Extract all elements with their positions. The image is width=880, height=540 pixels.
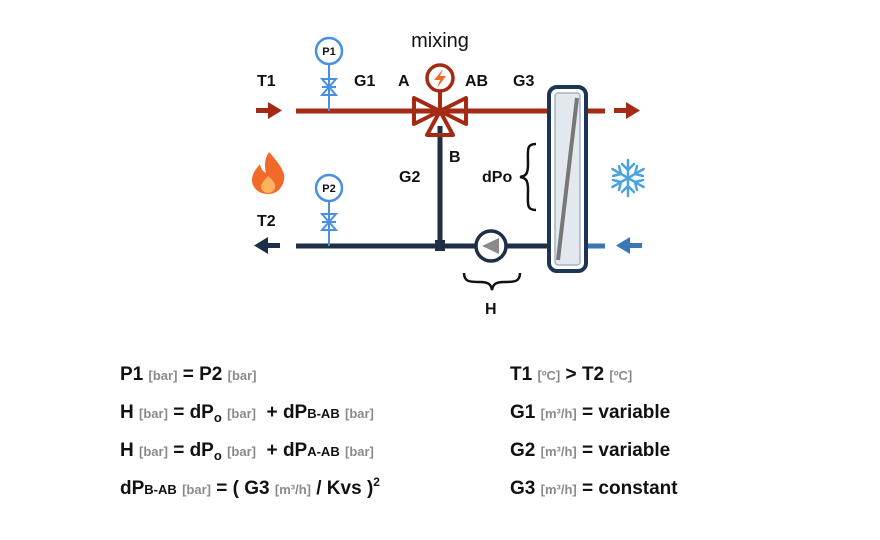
formula-unit: [bar] [139, 444, 168, 459]
formula-unit: [m³/h] [274, 482, 311, 497]
pressure-gauge-icon [314, 36, 344, 111]
g3-label: G3 [513, 73, 534, 90]
formula-operator: = ( [216, 478, 239, 499]
formula-row: H [bar] = dPo [bar] + dPA-AB [bar] [120, 432, 380, 470]
formula-term: G3 [510, 478, 536, 499]
formula-term: dPB-AB [282, 402, 340, 423]
mixing-circuit-diagram: P1 P2 [252, 30, 645, 318]
formula-term: G1 [510, 402, 536, 423]
formula-row: dPB-AB [bar] = ( G3 [m³/h] / Kvs )2 [120, 470, 380, 508]
bypass-tee [435, 240, 445, 251]
diagram-title: mixing [411, 30, 469, 52]
formula-operator: = [582, 440, 594, 461]
formula-unit: [bar] [227, 368, 257, 383]
formula-operator: = [182, 364, 194, 385]
formula-unit: [bar] [227, 406, 256, 421]
formula-term: P1 [120, 364, 144, 385]
formula-unit: [ºC] [609, 368, 633, 383]
t1-label: T1 [257, 73, 276, 90]
formula-term: variable [598, 440, 671, 461]
formula-unit: [m³/h] [540, 482, 577, 497]
arrow-icon [616, 237, 642, 254]
dpo-label: dPo [482, 169, 512, 186]
formula-operator: = [582, 402, 594, 423]
formula-row: G2 [m³/h] = variable [510, 432, 678, 470]
formula-term: variable [598, 402, 671, 423]
formula-unit: [bar] [139, 406, 168, 421]
formula-operator: + [266, 402, 278, 423]
g1-label: G1 [354, 73, 375, 90]
g2-label: G2 [399, 169, 420, 186]
formula-term: G3 [244, 478, 270, 499]
arrow-icon [256, 102, 282, 119]
formula-row: H [bar] = dPo [bar] + dPB-AB [bar] [120, 394, 380, 432]
formula-unit: [bar] [345, 406, 374, 421]
formula-term: dPo [189, 440, 222, 463]
formula-operator: = [173, 440, 185, 461]
formula-term: dPA-AB [282, 440, 340, 461]
formula-term: dPB-AB [120, 478, 177, 499]
formula-row: G3 [m³/h] = constant [510, 470, 678, 508]
t2-label: T2 [257, 213, 276, 230]
brace-icon [462, 272, 522, 291]
formula-list-right: T1 [ºC] > T2 [ºC] G1 [m³/h] = variable G… [510, 356, 678, 508]
formula-term: G2 [510, 440, 536, 461]
port-a-label: A [398, 73, 410, 90]
arrow-icon [254, 237, 280, 254]
formula-operator: = [582, 478, 594, 499]
port-ab-label: AB [465, 73, 488, 90]
formula-term: constant [598, 478, 678, 499]
formula-operator: = [173, 402, 185, 423]
formula-term: H [120, 440, 134, 461]
formula-term: T2 [581, 364, 605, 385]
formula-unit: [bar] [345, 444, 374, 459]
formula-row: T1 [ºC] > T2 [ºC] [510, 356, 678, 394]
h-label: H [485, 301, 497, 318]
formula-operator: / Kvs ) [316, 478, 374, 499]
p2-label: P2 [322, 183, 335, 195]
p1-label: P1 [322, 46, 335, 58]
formula-unit: [m³/h] [540, 406, 577, 421]
formula-operator: + [266, 440, 278, 461]
formula-row: P1 [bar] = P2 [bar] [120, 356, 380, 394]
heat-exchanger-icon [547, 85, 588, 273]
arrow-icon [614, 102, 640, 119]
pressure-gauge-icon [314, 173, 344, 246]
flame-icon [252, 152, 285, 194]
formula-unit: [m³/h] [540, 444, 577, 459]
pump-icon [474, 229, 508, 263]
formula-term: T1 [510, 364, 533, 385]
formula-list-left: P1 [bar] = P2 [bar] H [bar] = dPo [bar] … [120, 356, 380, 508]
port-b-label: B [449, 149, 461, 166]
formula-operator: > [565, 364, 577, 385]
formula-term: P2 [199, 364, 223, 385]
formula-unit: [bar] [148, 368, 178, 383]
snowflake-icon [611, 158, 645, 198]
formula-unit: [ºC] [537, 368, 561, 383]
formula-unit: [bar] [227, 444, 256, 459]
formula-term: dPo [189, 402, 222, 425]
formula-term: H [120, 402, 134, 423]
formula-unit: [bar] [182, 482, 211, 497]
brace-icon [519, 142, 537, 212]
formula-row: G1 [m³/h] = variable [510, 394, 678, 432]
actuator-lightning-icon [425, 63, 455, 93]
formula-exponent: 2 [373, 475, 380, 489]
